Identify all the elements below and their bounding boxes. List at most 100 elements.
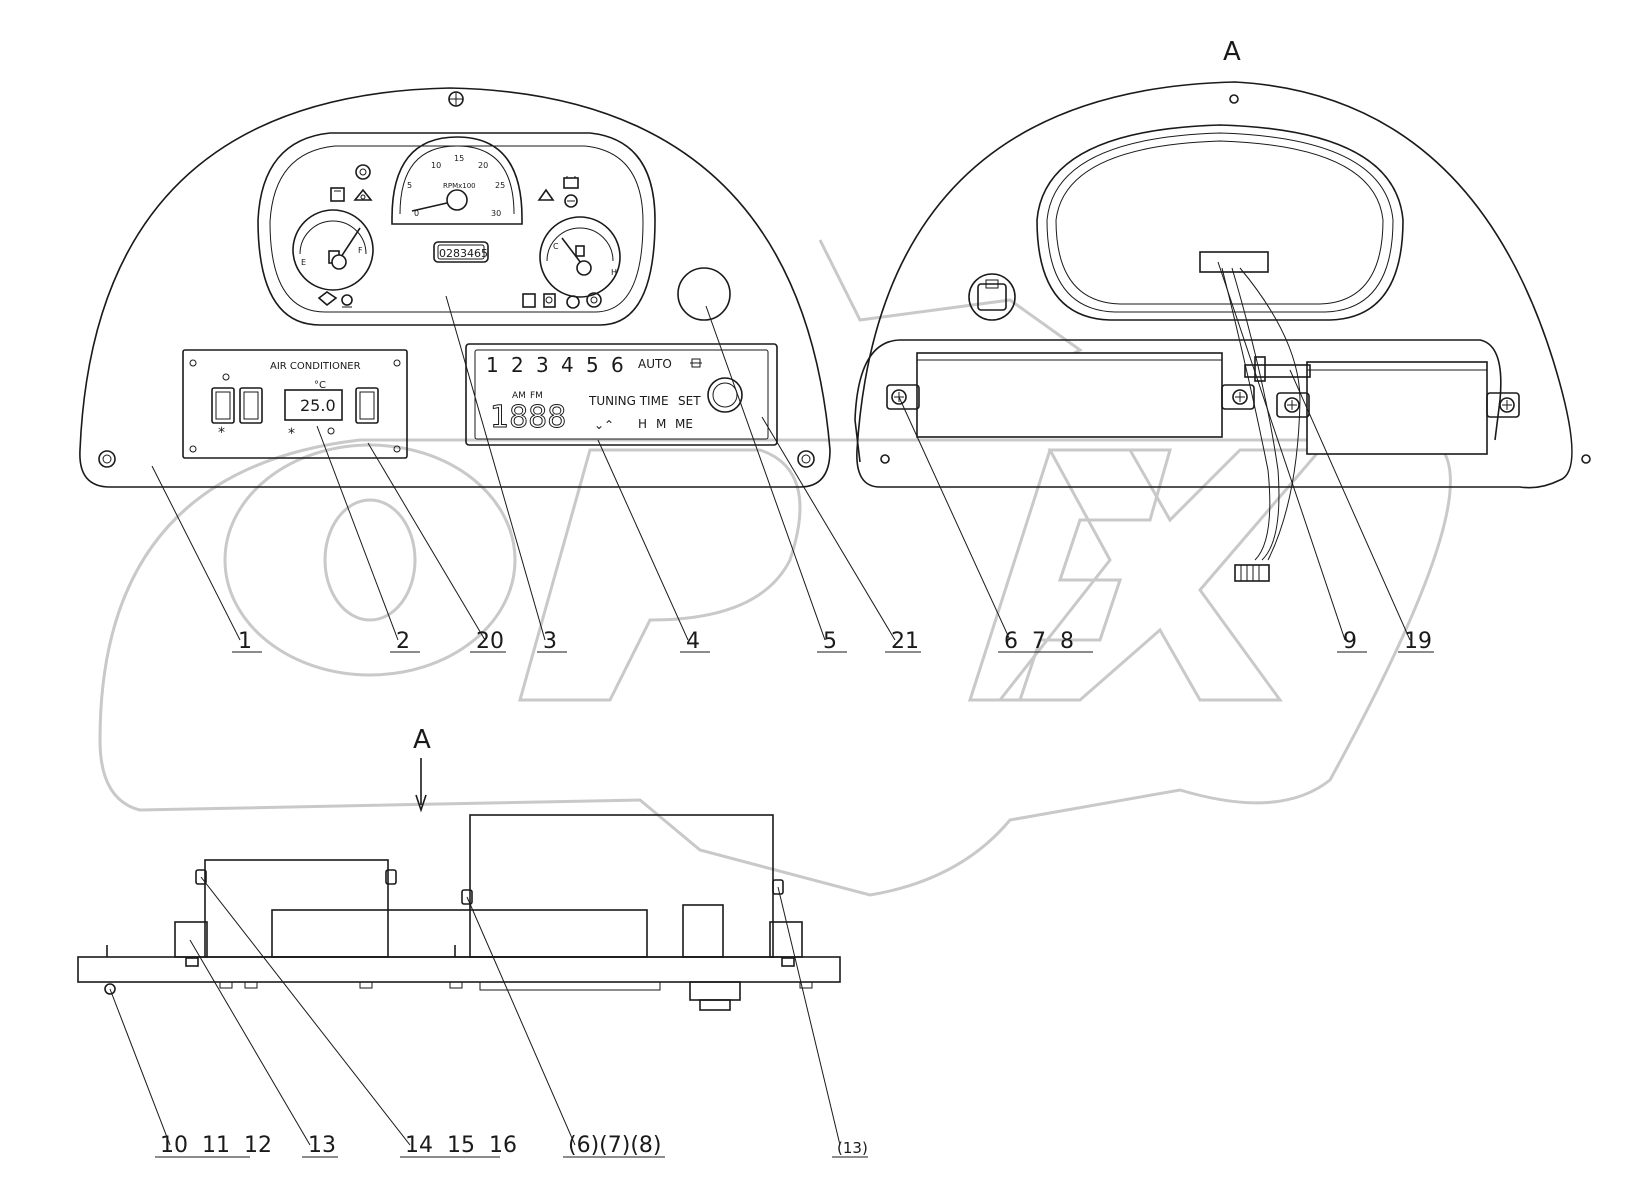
top-view-assembly: A — [77, 725, 841, 1011]
radio-frequency-display: 1888 — [490, 400, 566, 435]
seat-belt-icon — [537, 188, 555, 201]
panel-screw-left — [98, 450, 116, 468]
tach-needle — [411, 202, 448, 212]
radio-set-label: SET — [678, 394, 701, 408]
wiring-harness — [1221, 267, 1301, 582]
ac-snowflake-2: * — [288, 426, 295, 442]
radio-volume-knob[interactable] — [707, 377, 743, 413]
fuel-needle — [340, 227, 361, 258]
tach-label-20: 20 — [478, 161, 488, 170]
callout-6-7-8-ref: (6)(7)(8) — [568, 1133, 662, 1158]
ac-button-3[interactable] — [355, 387, 379, 424]
radio-preset-4[interactable]: 4 — [561, 353, 574, 377]
ac-button-2[interactable] — [239, 387, 263, 424]
radio-band-fm: FM — [530, 391, 543, 401]
ac-indicator-led — [222, 373, 230, 381]
temp-label-cold: C — [553, 242, 559, 251]
fuel-label-empty: E — [301, 258, 306, 267]
radio-preset-5[interactable]: 5 — [586, 353, 599, 377]
odometer: 0283465 — [433, 241, 489, 263]
harness-plug — [1234, 564, 1270, 582]
radio-hour-button[interactable]: H — [638, 417, 647, 431]
callout-14-15-16: 14 15 16 — [405, 1133, 517, 1158]
tach-label-25: 25 — [495, 181, 505, 190]
ac-temp-value: 25.0 — [300, 396, 336, 415]
callout-3: 3 — [543, 629, 557, 654]
cluster-connector — [1199, 251, 1269, 273]
temp-label-hot: H — [611, 268, 617, 277]
base-plate — [77, 956, 841, 983]
parking-brake-icon — [355, 164, 371, 180]
tach-hub — [446, 189, 468, 211]
view-arrow-label: A — [413, 725, 431, 755]
radio-band-am: AM — [512, 391, 526, 401]
rear-mount-hole-left — [880, 454, 890, 464]
radio-module-side — [469, 814, 774, 958]
view-a-label: A — [1223, 37, 1241, 67]
callout-labels: 1 2 20 3 4 5 21 6 7 8 9 19 10 11 12 13 1… — [155, 629, 1434, 1158]
ac-temp-display — [284, 389, 343, 421]
leader-lines — [109, 261, 1411, 1146]
tach-label-5: 5 — [407, 181, 412, 190]
ac-module-side — [204, 859, 389, 958]
glow-plug-icon — [341, 294, 353, 308]
radio-preset-2[interactable]: 2 — [511, 353, 524, 377]
ac-button-1[interactable] — [211, 387, 235, 424]
callout-4: 4 — [686, 629, 700, 654]
callout-13: 13 — [308, 1133, 336, 1158]
ac-unit-label: °C — [314, 380, 326, 391]
oil-pressure-icon — [353, 188, 373, 201]
preheat-icon — [566, 295, 580, 309]
tach-label-30: 30 — [491, 209, 501, 218]
center-module-side — [271, 909, 648, 958]
radio-minute-button[interactable]: M — [656, 417, 666, 431]
rear-mount-hole-top — [1229, 94, 1239, 104]
battery-icon — [563, 176, 579, 189]
radio-back-box — [886, 352, 1255, 438]
tach-label-0: 0 — [414, 209, 419, 218]
radio-unit: 1 2 3 4 5 6 AUTO AM FM 1888 TUNING TIME … — [465, 343, 778, 446]
fuel-filter-icon — [330, 187, 345, 202]
temperature-gauge: C H — [539, 216, 621, 298]
cluster-back-housing — [1036, 124, 1404, 321]
radio-preset-3[interactable]: 3 — [536, 353, 549, 377]
radio-tuning-time-label: TUNING TIME — [588, 394, 669, 408]
odometer-value: 0283465 — [439, 247, 488, 260]
rear-mount-hole-right — [1581, 454, 1591, 464]
alternator-icon — [564, 194, 578, 208]
callout-13-ref: (13) — [837, 1139, 868, 1157]
coolant-icon — [575, 245, 585, 257]
tach-unit: RPMx100 — [443, 182, 476, 190]
callout-19: 19 — [1404, 629, 1432, 654]
callout-10-11-12: 10 11 12 — [160, 1133, 272, 1158]
callout-9: 9 — [1343, 629, 1357, 654]
fuel-label-full: F — [358, 246, 363, 255]
radio-auto-button[interactable]: AUTO — [638, 357, 672, 371]
socket-connector — [968, 273, 1016, 321]
callout-20: 20 — [476, 629, 504, 654]
callout-6-7-8: 6 7 8 — [1004, 629, 1074, 654]
tach-label-15: 15 — [454, 154, 464, 163]
panel-screw-top — [448, 91, 464, 107]
radio-tune-arrows[interactable]: ⌄⌃ — [594, 418, 614, 432]
ac-back-box — [1244, 356, 1520, 455]
ac-title: AIR CONDITIONER — [270, 361, 361, 372]
tach-label-10: 10 — [431, 161, 441, 170]
water-separator-icon — [543, 293, 556, 308]
radio-preset-1[interactable]: 1 — [486, 353, 499, 377]
fuel-gauge: E F — [292, 209, 374, 291]
radio-me-button[interactable]: ME — [675, 417, 693, 431]
radio-preset-6[interactable]: 6 — [611, 353, 624, 377]
air-conditioner-panel: AIR CONDITIONER °C 25.0 * * — [182, 349, 408, 459]
callout-5: 5 — [823, 629, 837, 654]
brake-warning-icon — [586, 292, 602, 308]
ac-snowflake-1: * — [218, 425, 225, 441]
radio-settings-icon — [690, 358, 702, 368]
warning-lamps — [317, 164, 602, 309]
front-dash-panel: 15 10 20 5 25 0 30 RPMx100 E F C H — [79, 87, 831, 488]
callout-2: 2 — [396, 629, 410, 654]
ac-dot — [327, 427, 335, 435]
callout-1: 1 — [238, 629, 252, 654]
